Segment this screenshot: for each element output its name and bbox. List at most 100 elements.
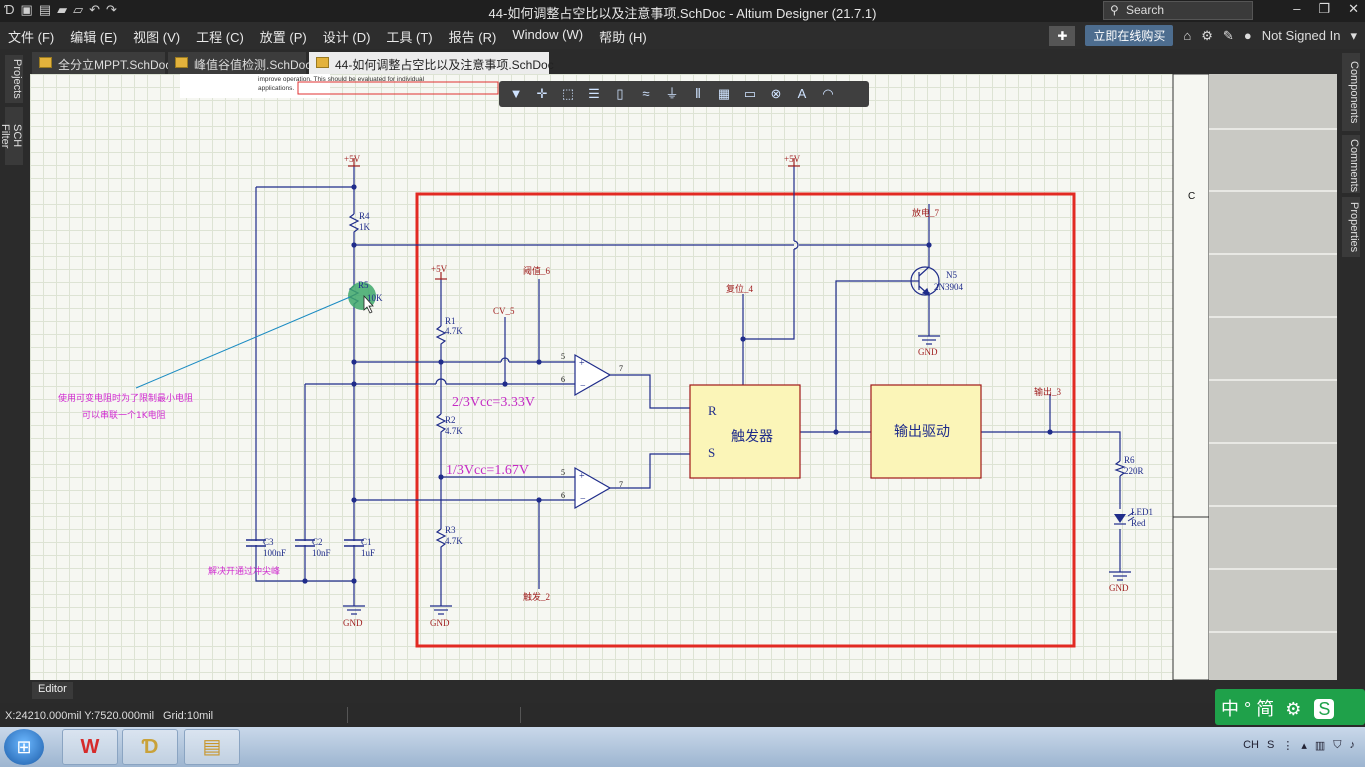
panel-tab-projects[interactable]: Projects <box>5 55 23 103</box>
tab-doc-active[interactable]: 44-如何调整占空比以及注意事项.SchDoc <box>309 52 554 74</box>
led1[interactable] <box>1114 511 1135 525</box>
panel-tab-sch-filter[interactable]: SCH Filter <box>0 107 23 165</box>
comp2-pin7: 7 <box>619 480 623 489</box>
select-icon[interactable]: ⬚ <box>561 86 575 101</box>
search-placeholder: Search <box>1126 3 1165 17</box>
menu-item-2[interactable]: 视图 (V) <box>133 30 181 45</box>
comment-icon[interactable]: ✚ <box>1049 25 1076 46</box>
notifications-icon[interactable]: ✎ <box>1222 27 1234 43</box>
r1-designator: R1 <box>445 316 456 326</box>
note-line-2: applications. <box>258 85 294 92</box>
undo-icon[interactable]: ↶ <box>89 2 101 17</box>
flipflop-block[interactable] <box>689 384 801 479</box>
menu-item-5[interactable]: 设计 (D) <box>322 30 371 45</box>
ne555-highlight-box <box>415 192 1076 648</box>
net-output: 输出_3 <box>1034 386 1062 397</box>
ground-symbols <box>343 332 1131 615</box>
junctions <box>302 184 1053 584</box>
sogou-tray-icon[interactable]: S <box>1266 739 1275 751</box>
tray-arrow-icon[interactable]: ▴ <box>1301 740 1307 752</box>
flipflop-r: R <box>708 403 717 418</box>
comp1-pin7: 7 <box>619 364 623 373</box>
user-icon[interactable]: ● <box>1243 28 1252 43</box>
annotation-pot-line2: 可以串联一个1K电阻 <box>82 409 166 421</box>
open-project-icon[interactable]: ▱ <box>73 2 84 17</box>
save-all-icon[interactable]: ▤ <box>38 2 52 17</box>
buy-online-button[interactable]: 立即在线购买 <box>1085 25 1174 46</box>
tab-doc-peak[interactable]: 峰值谷值检测.SchDoc <box>168 52 311 74</box>
gnd-label-4: GND <box>1109 583 1129 593</box>
schdoc-icon <box>39 57 52 68</box>
minimize-icon[interactable]: – <box>1293 1 1301 16</box>
chevron-down-icon[interactable]: ▾ <box>1350 27 1357 43</box>
panel-tab-properties[interactable]: Properties <box>1342 197 1360 257</box>
menu-item-8[interactable]: Window (W) <box>512 27 584 42</box>
tray-menu-icon[interactable]: ⋮ <box>1282 740 1294 752</box>
system-tray: CH S ⋮ ▴ ▥ ⛉ ♪ <box>1243 739 1355 752</box>
margin-stripes <box>1209 128 1337 633</box>
comp1-pin6: 6 <box>561 375 565 384</box>
active-bar: ▼ ✛ ⬚ ☰ ▯ ≈ ⏚ ⫴ ▦ ▭ ⊗ A ◠ <box>499 81 869 107</box>
redo-icon[interactable]: ↷ <box>106 2 117 17</box>
menu-item-4[interactable]: 放置 (P) <box>259 30 307 45</box>
bus-icon[interactable]: ⫴ <box>695 86 701 101</box>
r5-potentiometer[interactable]: R5 10K <box>348 280 383 314</box>
search-input[interactable]: ⚲ Search <box>1103 1 1253 20</box>
vcc-label-3: +5V <box>431 264 448 274</box>
ime-settings-icon[interactable]: ⚙ <box>1285 699 1302 719</box>
gear-icon[interactable]: ⚙ <box>1201 27 1213 43</box>
directive-icon[interactable]: ⊗ <box>770 86 782 101</box>
close-icon[interactable]: ✕ <box>1348 1 1359 16</box>
volume-icon[interactable]: ♪ <box>1349 739 1356 751</box>
network-icon[interactable]: ▥ <box>1314 740 1326 752</box>
ime-toolbar[interactable]: 中 ° 简 ⚙ S <box>1215 689 1365 725</box>
menu-item-6[interactable]: 工具 (T) <box>386 30 433 45</box>
left-panel-rail: Projects SCH Filter <box>0 49 28 679</box>
n5-part: 2N3904 <box>934 282 963 292</box>
home-icon[interactable]: ⌂ <box>1183 28 1192 43</box>
status-divider <box>347 707 348 723</box>
altium-app-icon[interactable]: Ɗ <box>122 729 178 765</box>
gnd-label-1: GND <box>343 618 363 628</box>
menu-item-3[interactable]: 工程 (C) <box>196 30 244 45</box>
capacitors <box>246 539 364 547</box>
r4-designator: R4 <box>359 211 370 221</box>
menu-item-7[interactable]: 报告 (R) <box>448 30 497 45</box>
restore-icon[interactable]: ❐ <box>1318 1 1331 16</box>
cap-gap-c1 <box>348 541 360 545</box>
menu-item-0[interactable]: 文件 (F) <box>8 30 55 45</box>
wps-app-icon[interactable]: W <box>62 729 118 765</box>
language-indicator[interactable]: CH <box>1243 739 1259 751</box>
net-discharge: 放电_7 <box>912 207 940 218</box>
power-port-icon[interactable]: ⏚ <box>665 86 679 101</box>
panel-tab-components[interactable]: Components <box>1342 53 1360 131</box>
open-icon[interactable]: ▰ <box>57 2 68 17</box>
start-button[interactable]: ⊞ <box>4 729 44 765</box>
harness-icon[interactable]: ▦ <box>717 86 731 101</box>
c2-designator: C2 <box>312 537 323 547</box>
note-highlight <box>297 81 499 95</box>
move-icon[interactable]: ✛ <box>536 86 548 101</box>
wire-icon[interactable]: ≈ <box>642 86 650 101</box>
transistor-n5[interactable] <box>910 245 940 296</box>
panel-tab-comments[interactable]: Comments <box>1342 135 1360 193</box>
menu-item-9[interactable]: 帮助 (H) <box>599 30 647 45</box>
save-icon[interactable]: ▣ <box>20 2 33 17</box>
c3-value: 100nF <box>263 548 286 558</box>
filter-icon[interactable]: ▼ <box>509 86 523 101</box>
explorer-app-icon[interactable]: ▤ <box>184 729 240 765</box>
schematic-canvas[interactable]: C improve operation. This should be eval… <box>30 74 1337 680</box>
port-icon[interactable]: ▭ <box>743 86 757 101</box>
editor-tab[interactable]: Editor <box>32 682 73 699</box>
grid-size: Grid:10mil <box>163 710 214 722</box>
align-icon[interactable]: ☰ <box>588 86 600 101</box>
shield-icon[interactable]: ⛉ <box>1333 739 1342 751</box>
text-icon[interactable]: A <box>797 86 807 101</box>
arc-icon[interactable]: ◠ <box>822 86 834 101</box>
user-status[interactable]: Not Signed In <box>1261 28 1341 43</box>
comp2-plus: + <box>579 471 585 482</box>
menu-item-1[interactable]: 编辑 (E) <box>70 30 118 45</box>
output-driver-block[interactable] <box>870 384 982 479</box>
place-part-icon[interactable]: ▯ <box>616 86 624 101</box>
tab-doc-mppt[interactable]: 全分立MPPT.SchDoc <box>32 52 171 74</box>
